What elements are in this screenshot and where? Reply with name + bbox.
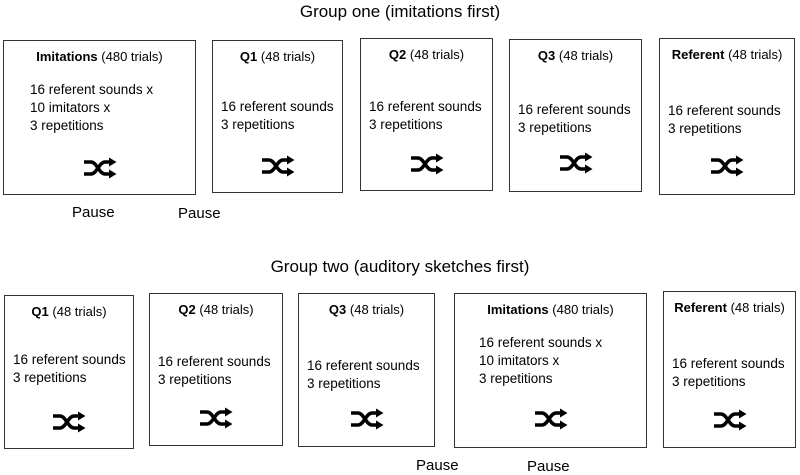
block-line: 10 imitators x [30, 100, 111, 115]
pause-label: Pause [527, 458, 570, 475]
group-one-title: Group one (imitations first) [299, 2, 501, 21]
block-name: Q3 [537, 48, 556, 63]
block-line: 3 repetitions [13, 370, 87, 385]
block-line: 3 repetitions [158, 372, 232, 387]
pause-label: Pause [72, 204, 115, 221]
block-line: 3 repetitions [668, 121, 742, 136]
block-line: 3 repetitions [307, 376, 381, 391]
block-name: Q1 [31, 304, 49, 319]
block-referent: Referent (48 trials) 16 referent sounds … [659, 38, 795, 195]
block-name: Imitations [487, 302, 549, 317]
block-line: 3 repetitions [369, 117, 443, 132]
block-details: 16 referent sounds x 10 imitators x 3 re… [479, 334, 642, 388]
block-details: 16 referent sounds x 10 imitators x 3 re… [30, 81, 191, 135]
block-name: Referent [674, 300, 727, 315]
block-line: 3 repetitions [479, 371, 553, 386]
block-line: 16 referent sounds [369, 99, 482, 114]
block-trial-count: (480 trials) [552, 302, 614, 317]
block-title: Q2 (48 trials) [361, 47, 492, 62]
block-name: Q1 [239, 49, 258, 64]
block-line: 16 referent sounds [307, 358, 420, 373]
shuffle-icon [350, 408, 383, 430]
block-trial-count: (48 trials) [730, 300, 785, 315]
block-line: 16 referent sounds [672, 356, 785, 371]
block-imitations: Imitations (480 trials) 16 referent soun… [454, 293, 647, 448]
block-q3: Q3 (48 trials) 16 referent sounds 3 repe… [298, 293, 435, 447]
block-q1: Q1 (48 trials) 16 referent sounds 3 repe… [4, 295, 134, 449]
block-trial-count: (48 trials) [199, 302, 254, 317]
block-trial-count: (48 trials) [409, 47, 465, 62]
block-trial-count: (480 trials) [101, 49, 163, 64]
block-line: 3 repetitions [672, 374, 746, 389]
block-details: 16 referent sounds 3 repetitions [221, 98, 338, 134]
shuffle-icon [559, 152, 592, 174]
block-line: 16 referent sounds x [30, 82, 154, 97]
block-title: Imitations (480 trials) [455, 302, 646, 317]
group-two-title: Group two (auditory sketches first) [270, 257, 530, 276]
block-line: 16 referent sounds [158, 354, 271, 369]
shuffle-icon [410, 153, 443, 175]
block-trial-count: (48 trials) [728, 47, 783, 62]
block-trial-count: (48 trials) [52, 304, 107, 319]
block-details: 16 referent sounds 3 repetitions [369, 98, 488, 134]
block-trial-count: (48 trials) [260, 49, 316, 64]
shuffle-icon [200, 407, 233, 429]
block-details: 16 referent sounds 3 repetitions [672, 355, 791, 391]
block-q1: Q1 (48 trials) 16 referent sounds 3 repe… [212, 40, 343, 193]
shuffle-icon [534, 408, 567, 430]
block-details: 16 referent sounds 3 repetitions [158, 353, 278, 389]
block-line: 3 repetitions [518, 120, 592, 135]
block-title: Q3 (48 trials) [510, 48, 641, 63]
block-line: 3 repetitions [221, 117, 295, 132]
block-trial-count: (48 trials) [349, 302, 405, 317]
block-title: Referent (48 trials) [660, 47, 794, 62]
block-details: 16 referent sounds 3 repetitions [668, 102, 790, 138]
block-line: 16 referent sounds [13, 352, 126, 367]
block-details: 16 referent sounds 3 repetitions [307, 357, 430, 393]
block-referent: Referent (48 trials) 16 referent sounds … [663, 291, 796, 448]
block-name: Q3 [328, 302, 347, 317]
block-trial-count: (48 trials) [558, 48, 614, 63]
block-line: 16 referent sounds [668, 103, 781, 118]
block-name: Q2 [388, 47, 407, 62]
shuffle-icon [53, 411, 86, 433]
block-q2: Q2 (48 trials) 16 referent sounds 3 repe… [149, 293, 283, 446]
shuffle-icon [261, 155, 294, 177]
block-line: 16 referent sounds [221, 99, 334, 114]
block-name: Q2 [178, 302, 196, 317]
block-line: 10 imitators x [479, 353, 560, 368]
shuffle-icon [713, 409, 746, 431]
block-name: Referent [671, 47, 725, 62]
pause-label: Pause [416, 457, 459, 474]
block-line: 16 referent sounds [518, 102, 631, 117]
pause-label: Pause [178, 205, 221, 222]
shuffle-icon [711, 155, 744, 177]
shuffle-icon [83, 157, 116, 179]
block-q3: Q3 (48 trials) 16 referent sounds 3 repe… [509, 39, 642, 192]
block-title: Q2 (48 trials) [150, 302, 282, 317]
block-line: 3 repetitions [30, 118, 104, 133]
block-title: Referent (48 trials) [664, 300, 795, 315]
block-title: Q1 (48 trials) [5, 304, 133, 319]
block-line: 16 referent sounds x [479, 335, 603, 350]
block-imitations: Imitations (480 trials) 16 referent soun… [3, 40, 196, 195]
block-title: Q1 (48 trials) [213, 49, 342, 64]
block-title: Q3 (48 trials) [299, 302, 434, 317]
block-name: Imitations [36, 49, 98, 64]
block-details: 16 referent sounds 3 repetitions [13, 351, 129, 387]
block-q2: Q2 (48 trials) 16 referent sounds 3 repe… [360, 38, 493, 191]
block-title: Imitations (480 trials) [4, 49, 195, 64]
block-details: 16 referent sounds 3 repetitions [518, 101, 637, 137]
